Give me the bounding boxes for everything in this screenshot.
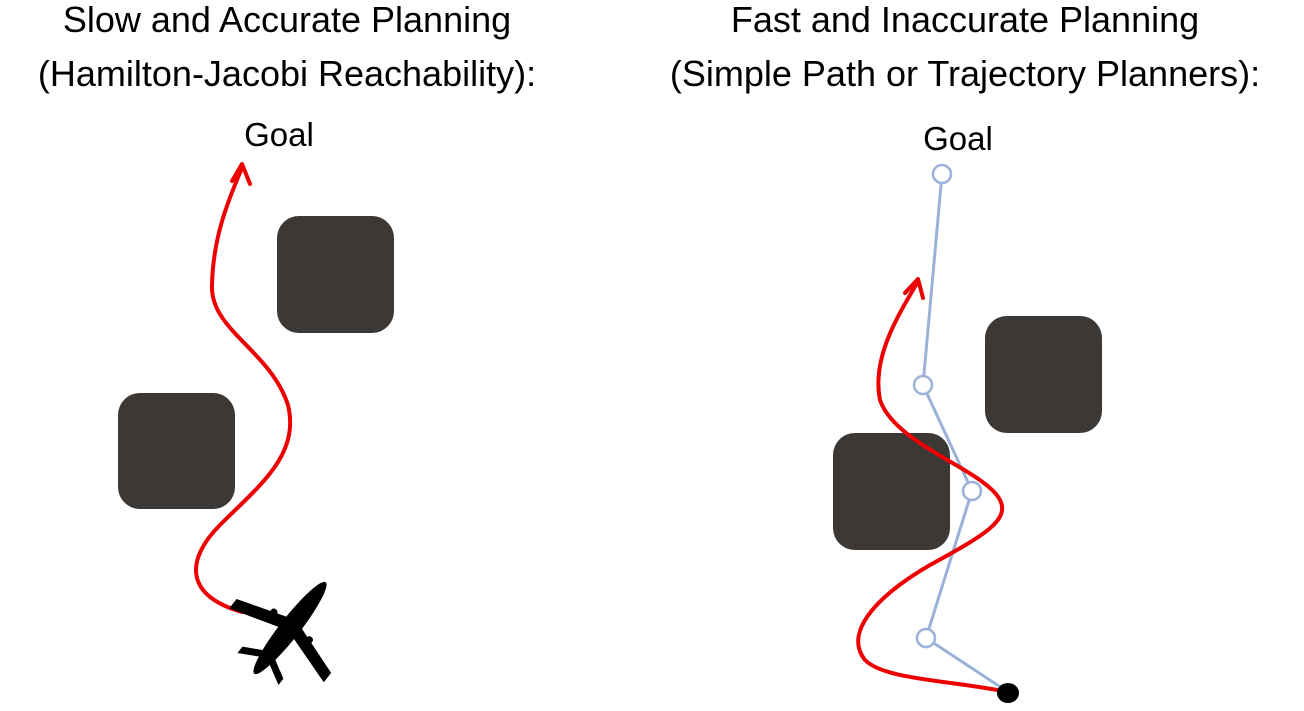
left-panel: Slow and Accurate Planning (Hamilton-Jac… xyxy=(38,0,536,685)
arrowhead-right xyxy=(903,277,925,300)
airplane-icon xyxy=(229,581,332,685)
right-title-line1: Fast and Inaccurate Planning xyxy=(731,0,1199,40)
safe-trajectory xyxy=(194,166,293,614)
obstacle-lower xyxy=(118,393,235,509)
arrowhead-left xyxy=(230,162,252,186)
obstacle-right-lower xyxy=(833,433,950,550)
planned-path xyxy=(921,173,1009,694)
right-goal-label: Goal xyxy=(923,120,993,157)
waypoint-2 xyxy=(961,480,983,502)
actual-trajectory xyxy=(856,283,1010,694)
vehicle-dot-marker xyxy=(997,683,1019,703)
left-title-line2: (Hamilton-Jacobi Reachability): xyxy=(38,53,536,94)
right-title-line2: (Simple Path or Trajectory Planners): xyxy=(670,53,1260,94)
waypoint-1 xyxy=(915,627,937,649)
obstacle-upper xyxy=(277,216,394,333)
waypoint-3 xyxy=(912,374,934,396)
obstacle-right-upper xyxy=(985,316,1102,433)
right-panel: Fast and Inaccurate Planning (Simple Pat… xyxy=(670,0,1260,703)
left-title-line1: Slow and Accurate Planning xyxy=(63,0,511,40)
left-goal-label: Goal xyxy=(244,116,314,153)
waypoint-goal xyxy=(931,163,953,185)
